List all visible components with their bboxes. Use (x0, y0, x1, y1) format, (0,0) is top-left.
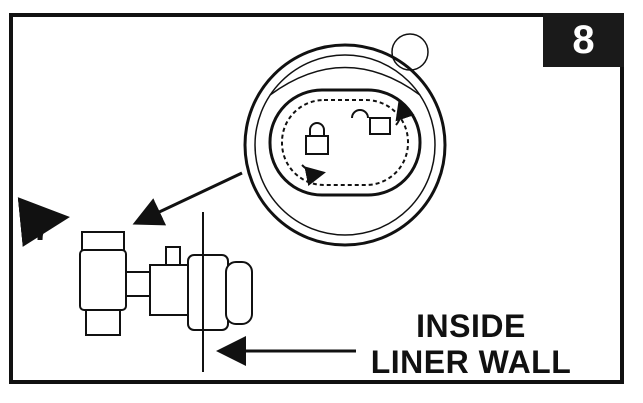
callout-label: INSIDE LINER WALL (356, 308, 586, 380)
pointer-arrow-icon (132, 171, 243, 226)
callout-line-1: INSIDE (416, 308, 526, 344)
rotate-arrow-icon (17, 197, 70, 247)
rotate-arrow-icon (301, 99, 415, 186)
step-number: 8 (572, 17, 595, 62)
fitting-assembly (79, 231, 253, 336)
unlock-icon (351, 109, 391, 135)
detail-zoom-circle (243, 33, 447, 247)
step-number-badge: 8 (543, 13, 624, 67)
callout-line-2: LINER WALL (370, 344, 572, 380)
lock-icon (305, 122, 329, 155)
